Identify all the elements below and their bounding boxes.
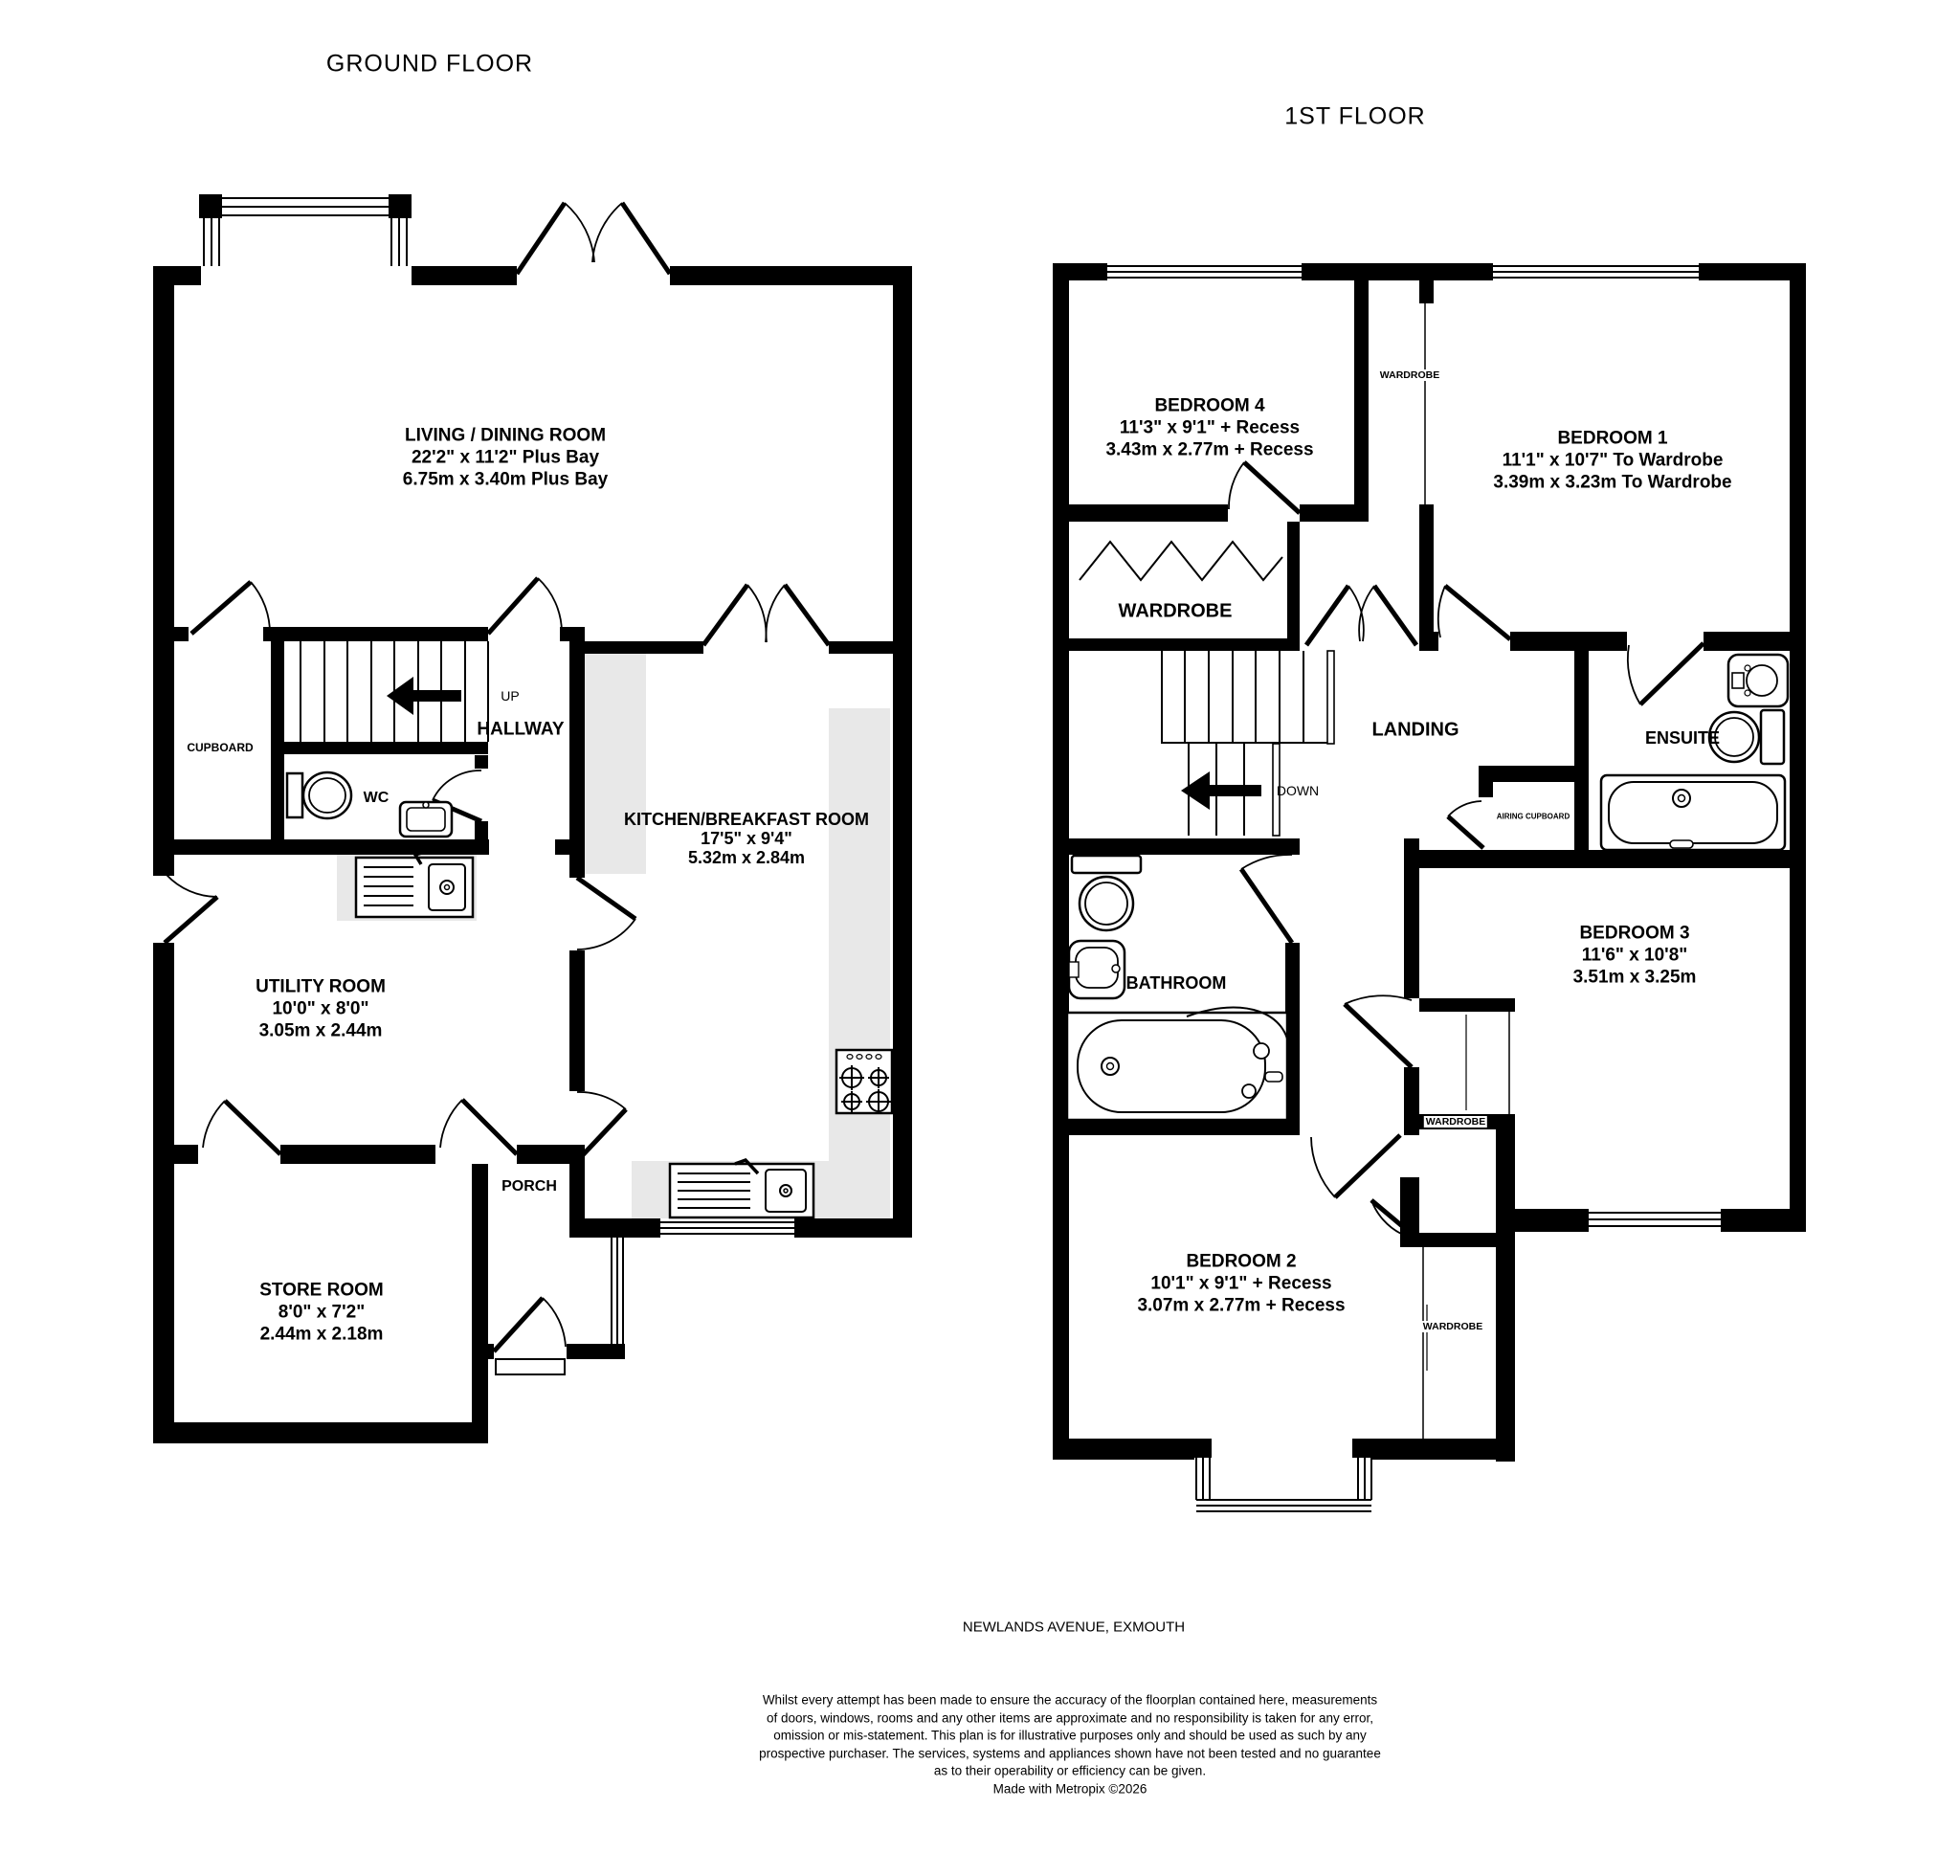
kitchen-dim-imperial: 17'5" x 9'4" (701, 829, 792, 848)
utility-room-label: UTILITY ROOM 10'0" x 8'0" 3.05m x 2.44m (256, 976, 386, 1042)
utility-room-name: UTILITY ROOM (256, 976, 386, 997)
store-room-label: STORE ROOM 8'0" x 7'2" 2.44m x 2.18m (259, 1280, 384, 1346)
up-label: UP (501, 688, 520, 704)
ff-windows (1054, 265, 1721, 1512)
kitchen-dim-metric: 5.32m x 2.84m (687, 848, 806, 867)
kitchen-counters (337, 654, 890, 1218)
down-label: DOWN (1276, 783, 1320, 798)
kitchen-window (660, 1221, 794, 1235)
stairs-up-icon (271, 641, 489, 754)
ground-floor-plan (153, 194, 912, 1443)
wardrobe-top-label: WARDROBE (1377, 369, 1442, 381)
bed2-bay-window (1195, 1458, 1372, 1512)
living-room-name: LIVING / DINING ROOM (404, 425, 607, 446)
up-arrow-icon (387, 677, 461, 715)
kitchen-sink-icon (668, 1157, 815, 1219)
bedroom4-name: BEDROOM 4 (1154, 395, 1265, 416)
disclaimer-line: Whilst every attempt has been made to en… (762, 1692, 1378, 1708)
utility-room-dim-metric: 3.05m x 2.44m (258, 1020, 383, 1041)
store-room-dim-imperial: 8'0" x 7'2" (278, 1302, 366, 1323)
bay-window (203, 197, 408, 266)
wardrobe-room-label: WARDROBE (1118, 600, 1233, 622)
porch-label: PORCH (501, 1178, 557, 1195)
bedroom3-dim-imperial: 11'6" x 10'8" (1581, 945, 1688, 966)
first-floor-title: 1ST FLOOR (1284, 102, 1426, 130)
bathroom-sink-icon (1067, 939, 1126, 1000)
ensuite-shower-icon (1599, 773, 1787, 852)
bedroom1-dim-metric: 3.39m x 3.23m To Wardrobe (1493, 472, 1732, 493)
wc-label: WC (363, 790, 390, 806)
bedroom2-name: BEDROOM 2 (1186, 1251, 1297, 1272)
ensuite-sink-icon (1726, 653, 1790, 708)
ff-doors (1228, 460, 1705, 1242)
gf-doors (163, 201, 832, 1353)
disclaimer-line: prospective purchaser. The services, sys… (759, 1746, 1381, 1760)
property-address: NEWLANDS AVENUE, EXMOUTH (962, 1619, 1186, 1636)
living-room-dim-imperial: 22'2" x 11'2" Plus Bay (411, 447, 600, 468)
disclaimer-line: of doors, windows, rooms and any other i… (766, 1710, 1374, 1725)
gf-walls (153, 194, 912, 1443)
bathroom-label: BATHROOM (1125, 973, 1227, 993)
bedroom3-name: BEDROOM 3 (1579, 923, 1690, 944)
cupboard-label: CUPBOARD (187, 741, 254, 754)
store-room-name: STORE ROOM (259, 1280, 384, 1301)
living-room-dim-metric: 6.75m x 3.40m Plus Bay (402, 469, 609, 490)
bed3-window (1589, 1212, 1721, 1227)
wc-toilet-icon (285, 770, 353, 820)
down-arrow-icon (1181, 771, 1261, 810)
front-door-step (495, 1358, 566, 1375)
wardrobe-a-label: WARDROBE (1423, 1116, 1488, 1128)
bed4-window (1107, 265, 1302, 279)
bedroom1-label: BEDROOM 1 11'1" x 10'7" To Wardrobe 3.39… (1493, 428, 1731, 494)
wardrobe-rails (1079, 303, 1510, 1439)
bedroom4-dim-metric: 3.43m x 2.77m + Recess (1105, 439, 1314, 460)
wardrobe-b-label: WARDROBE (1420, 1321, 1485, 1332)
clothes-rail-zigzag (1079, 540, 1283, 582)
bedroom3-dim-metric: 3.51m x 3.25m (1572, 967, 1697, 988)
wc-sink-icon (398, 800, 454, 838)
living-room-label: LIVING / DINING ROOM 22'2" x 11'2" Plus … (403, 425, 608, 491)
bedroom4-label: BEDROOM 4 11'3" x 9'1" + Recess 3.43m x … (1105, 395, 1313, 461)
hallway-label: HALLWAY (477, 719, 565, 740)
bathroom-bath-icon (1065, 1006, 1290, 1122)
bathroom-toilet-icon (1070, 854, 1143, 932)
bedroom4-dim-imperial: 11'3" x 9'1" + Recess (1119, 417, 1301, 438)
kitchen-name: KITCHEN/BREAKFAST ROOM (624, 810, 869, 829)
bedroom3-label: BEDROOM 3 11'6" x 10'8" 3.51m x 3.25m (1573, 923, 1697, 989)
disclaimer-line: as to their operability or efficiency ca… (933, 1763, 1207, 1778)
kitchen-label: KITCHEN/BREAKFAST ROOM 17'5" x 9'4" 5.32… (624, 810, 869, 867)
first-floor-plan (1053, 263, 1806, 1512)
bedroom1-dim-imperial: 11'1" x 10'7" To Wardrobe (1502, 450, 1724, 471)
landing-label: LANDING (1371, 719, 1459, 741)
stairs-down-icon (1161, 650, 1335, 837)
ensuite-label: ENSUITE (1644, 728, 1721, 748)
utility-room-dim-imperial: 10'0" x 8'0" (272, 998, 369, 1019)
store-room-dim-metric: 2.44m x 2.18m (259, 1324, 384, 1345)
disclaimer-line: omission or mis-statement. This plan is … (773, 1728, 1367, 1743)
kitchen-hob-icon (835, 1048, 894, 1115)
bed1-window (1493, 265, 1699, 279)
porch-window (611, 1238, 624, 1344)
airing-cupboard-label: AIRING CUPBOARD (1496, 812, 1570, 821)
disclaimer: Whilst every attempt has been made to en… (759, 1692, 1381, 1798)
bedroom2-label: BEDROOM 2 10'1" x 9'1" + Recess 3.07m x … (1137, 1251, 1345, 1317)
ensuite-toilet-icon (1707, 708, 1786, 766)
bedroom2-dim-imperial: 10'1" x 9'1" + Recess (1150, 1273, 1332, 1294)
gf-windows (203, 197, 794, 1344)
bedroom1-name: BEDROOM 1 (1557, 428, 1668, 449)
ground-floor-title: GROUND FLOOR (325, 50, 534, 78)
utility-sink-icon (354, 849, 475, 919)
made-with-credit: Made with Metropix ©2026 (992, 1781, 1147, 1796)
bathroom-window (1054, 860, 1067, 995)
bedroom2-dim-metric: 3.07m x 2.77m + Recess (1137, 1295, 1346, 1316)
